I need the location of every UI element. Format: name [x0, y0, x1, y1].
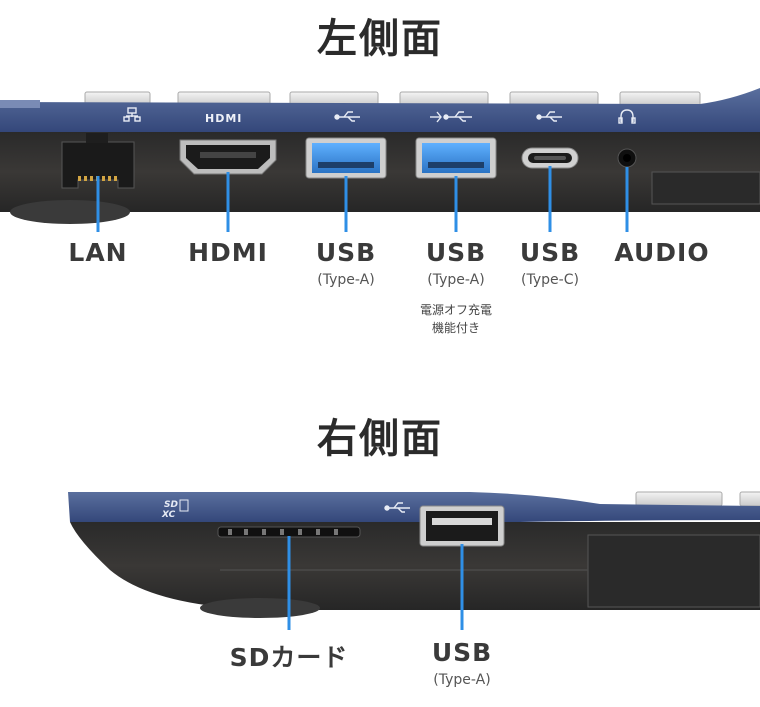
label-hdmi: HDMI: [188, 238, 268, 267]
usb-c-icon: [536, 111, 562, 122]
right-side-title: 右側面: [317, 416, 443, 462]
usb-a-port-1: [305, 137, 387, 179]
callout-lines-left: [96, 166, 629, 232]
usb-c-port: [521, 147, 579, 169]
label-usb-c: USB: [519, 238, 581, 267]
audio-port: [617, 148, 637, 168]
usb-charge-icon: [430, 111, 472, 123]
hdmi-logo: HDMI: [205, 112, 242, 125]
label-usb-a-2: USB: [425, 238, 487, 267]
label-usb-a-3: USB: [431, 638, 493, 667]
sub-usb-a-1: (Type-A): [317, 272, 375, 288]
callout-lines-right: [287, 536, 464, 630]
svg-text:XC: XC: [161, 510, 176, 520]
label-sd-card: SDカード: [229, 643, 349, 672]
usb-icon: [334, 111, 360, 122]
label-lan: LAN: [68, 238, 128, 267]
usb-a-port-3: [419, 505, 505, 547]
label-audio: AUDIO: [614, 238, 710, 267]
usb-icon-right: [384, 502, 410, 513]
sub-usb-a-2: (Type-A): [427, 272, 485, 288]
keyboard-keys-left: [84, 91, 701, 107]
keyboard-keys-right: [635, 491, 760, 507]
headphone-icon: [618, 109, 636, 124]
note-power-off-charging: 電源オフ充電 機能付き: [419, 303, 492, 335]
left-side-title: 左側面: [317, 16, 443, 62]
sub-usb-c: (Type-C): [521, 272, 579, 288]
sdxc-logo: SD XC: [161, 499, 189, 520]
lan-icon: [123, 107, 141, 122]
label-usb-a-1: USB: [315, 238, 377, 267]
sd-card-slot: [217, 526, 361, 538]
chassis-top-right: [68, 492, 760, 522]
hdmi-port: [179, 139, 277, 175]
chassis-top-left: [0, 88, 760, 132]
sub-usb-a-3: (Type-A): [433, 672, 491, 688]
usb-a-port-2: [415, 137, 497, 179]
svg-text:SD: SD: [164, 500, 178, 510]
